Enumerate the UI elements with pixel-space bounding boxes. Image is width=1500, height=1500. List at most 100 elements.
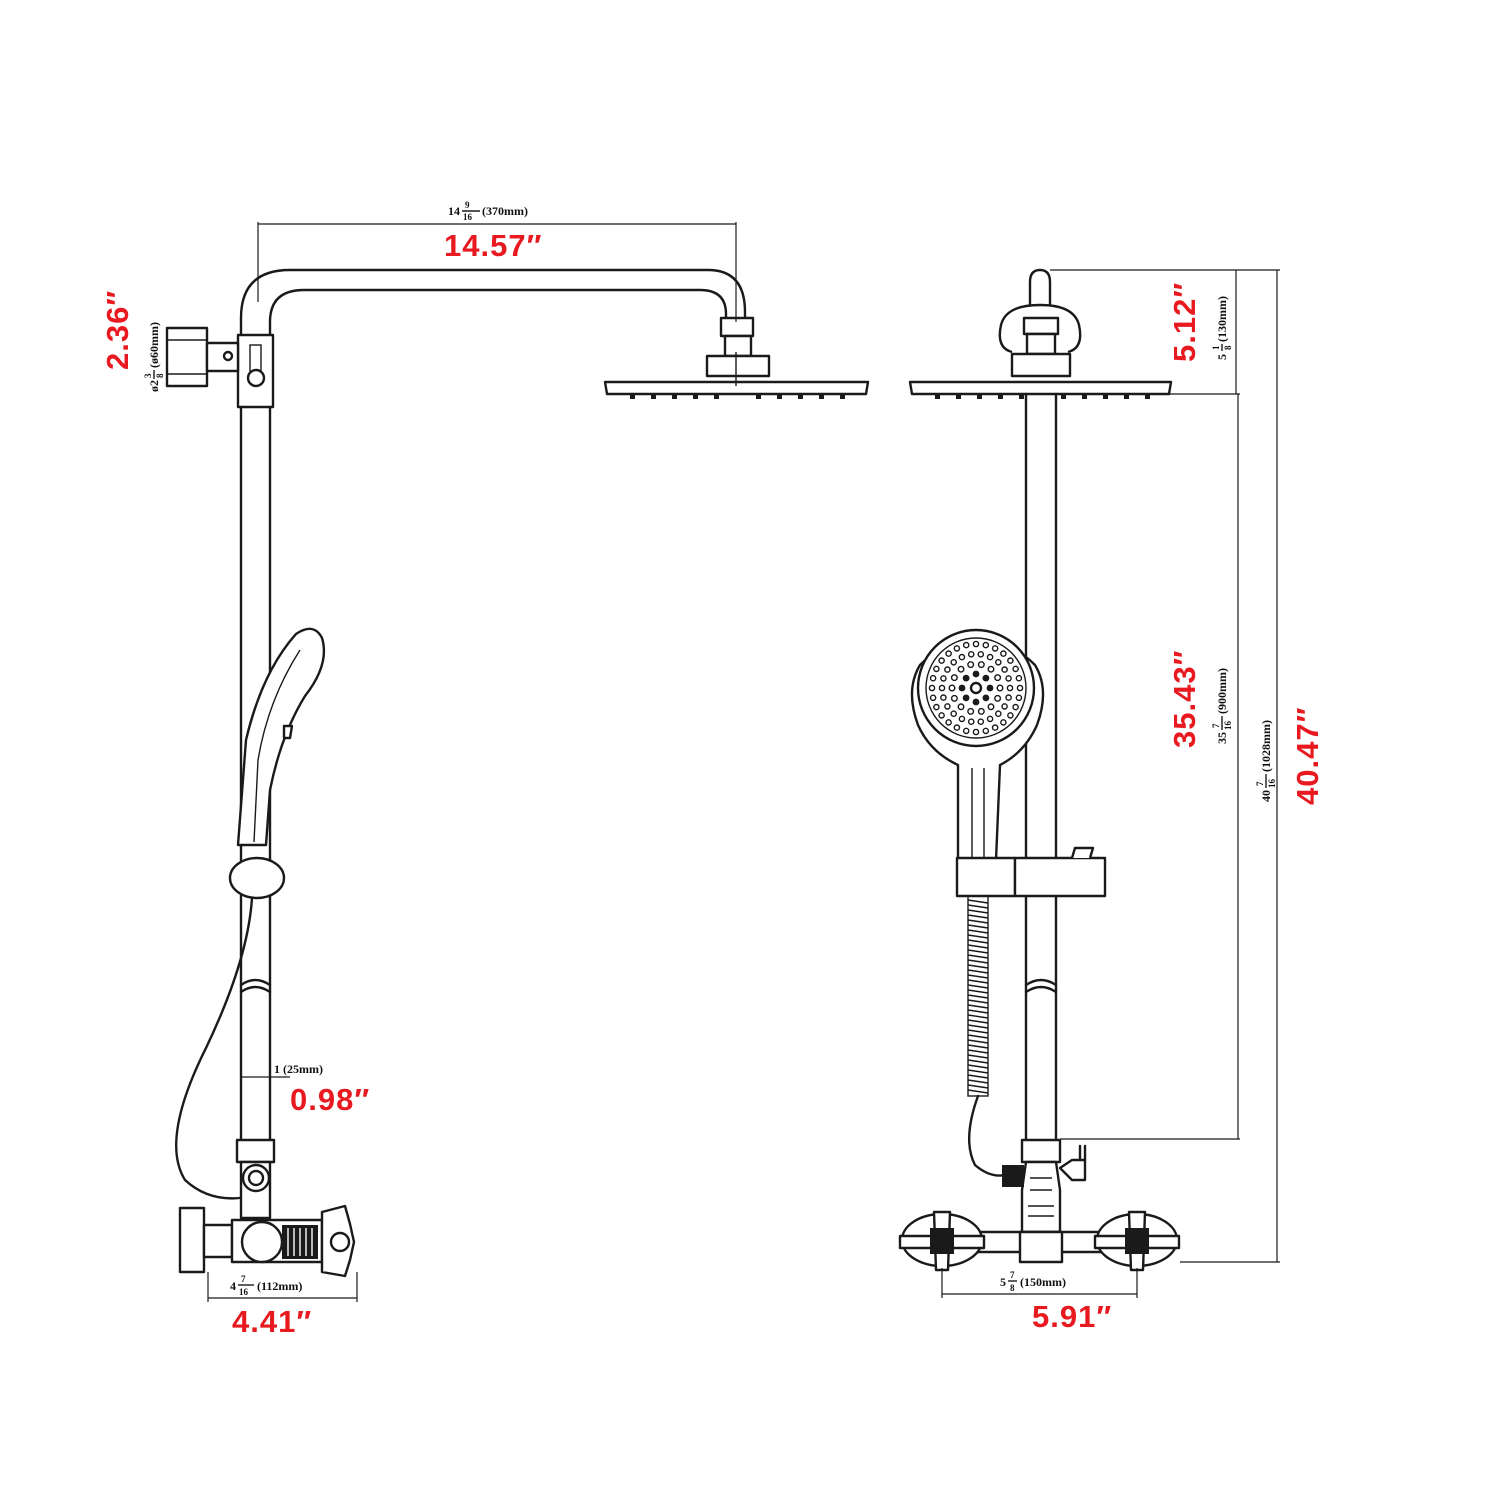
diverter-body-front: [1020, 1160, 1062, 1234]
hand-shower-nozzles: [928, 640, 1024, 736]
nozzle: [982, 694, 990, 702]
slider-holder-left: [955, 856, 1017, 898]
label-wall-mount: 2.36″: [100, 290, 135, 370]
nozzle: [929, 674, 937, 682]
nozzle: [987, 665, 995, 673]
hose-coil-segment: [967, 929, 989, 934]
rain-head-nozzles-front: [935, 394, 1150, 399]
hose-coil-segment: [967, 999, 989, 1004]
nozzle: [972, 670, 980, 678]
nozzle: [958, 715, 966, 723]
break-mark-1: [239, 978, 272, 987]
cross-handle-left: [898, 1210, 986, 1272]
hose-coil-segment: [967, 1019, 989, 1024]
nozzle: [940, 675, 947, 682]
dim-metric: (112mm): [257, 1279, 302, 1293]
nozzle: [945, 650, 952, 657]
nozzle: [972, 640, 980, 648]
nozzle: [950, 674, 958, 682]
wall-bracket-arm: [205, 341, 240, 373]
hose-coil-segment: [967, 939, 989, 944]
nozzle: [953, 645, 961, 652]
hose-coil-segment: [967, 919, 989, 924]
overhead-arm-outer: [239, 268, 747, 337]
nozzle: [977, 651, 985, 658]
dim-frac-num: 9: [465, 200, 470, 210]
hose-coil-segment: [967, 974, 989, 979]
mixer-nut: [202, 1223, 234, 1259]
overhead-arm-inner: [268, 288, 728, 337]
nozzle: [1006, 684, 1014, 692]
hose-coil-segment: [967, 904, 989, 909]
nozzle: [987, 703, 995, 711]
nozzle: [933, 665, 940, 673]
nozzle: [950, 694, 958, 702]
hose-coil-segment: [967, 949, 989, 954]
dim-metric: (150mm): [1020, 1275, 1066, 1289]
nozzle: [967, 707, 975, 715]
nozzle: [996, 684, 1004, 692]
rain-shower-head-front: [908, 380, 1173, 396]
nozzle: [1000, 650, 1007, 657]
front-view: [898, 268, 1280, 1298]
nozzle: [944, 703, 951, 710]
label-valve-centers: 5 7 8 (150mm) 5.91″: [1000, 1270, 1111, 1334]
nozzle: [982, 641, 990, 649]
nozzle: [938, 684, 946, 692]
rain-head-nozzles-side: [630, 394, 845, 399]
side-view: [165, 222, 870, 1302]
nozzle: [967, 651, 975, 658]
label-head-height-metric: 5 1 8 (130mm): [1211, 296, 1233, 360]
dim-metric: (370mm): [482, 204, 528, 218]
hose-coil-segment: [967, 899, 989, 904]
riser-slot-screw: [246, 368, 266, 388]
nozzle: [967, 661, 975, 669]
dim-inches-wall-offset: 0.98″: [290, 1082, 370, 1117]
dim-frac-num: 1: [1211, 345, 1221, 350]
hose-coil-segment: [967, 1054, 989, 1059]
dim-whole: 4: [230, 1279, 236, 1293]
arm-connector-nut: [719, 316, 755, 338]
bracket-pin: [222, 350, 234, 362]
dim-metric: (900mm): [1215, 668, 1229, 714]
hose-coil-segment: [967, 1039, 989, 1044]
dim-frac-den: 16: [1267, 779, 1277, 789]
nozzle: [962, 641, 970, 649]
dim-whole: 1: [274, 1062, 280, 1076]
nozzle: [1000, 719, 1007, 726]
nozzle: [928, 684, 936, 692]
arm-connector-front: [1022, 316, 1060, 336]
nozzle: [1001, 703, 1008, 710]
hose-coil-segment: [967, 1059, 989, 1064]
hose-coil-segment: [967, 1069, 989, 1074]
dim-frac-num: 7: [1255, 781, 1265, 786]
hose-coil-segment: [967, 969, 989, 974]
dim-frac-den: 16: [463, 212, 473, 222]
diverter-knob: [1058, 1158, 1087, 1182]
nozzle: [1007, 657, 1014, 664]
hose-coil-segment: [967, 944, 989, 949]
nozzle: [977, 718, 985, 726]
nozzle: [982, 674, 990, 682]
dim-whole: 5: [1000, 1275, 1006, 1289]
nozzle: [950, 710, 958, 718]
dim-frac-den: 8: [1223, 345, 1233, 350]
nozzle: [938, 712, 945, 719]
dim-whole: 5: [1215, 354, 1229, 360]
nozzle: [957, 665, 965, 673]
dim-frac-num: 7: [241, 1274, 246, 1284]
hose-coil-segment: [967, 1089, 989, 1094]
dim-frac-den: 8: [155, 373, 165, 378]
nozzle: [1007, 712, 1014, 719]
hose-coil-segment: [967, 1084, 989, 1089]
label-riser-height-metric: 35 7 16 (900mm): [1211, 668, 1233, 744]
hose-coil-segment: [967, 989, 989, 994]
dim-inches-riser-height: 35.43″: [1167, 650, 1202, 748]
nozzle: [991, 724, 999, 731]
label-riser-height: 35.43″: [1167, 650, 1202, 748]
nozzle: [1001, 666, 1008, 673]
dim-frac-den: 16: [1223, 721, 1233, 731]
hand-shower-contour: [253, 649, 301, 843]
head-mount-base: [705, 354, 771, 378]
